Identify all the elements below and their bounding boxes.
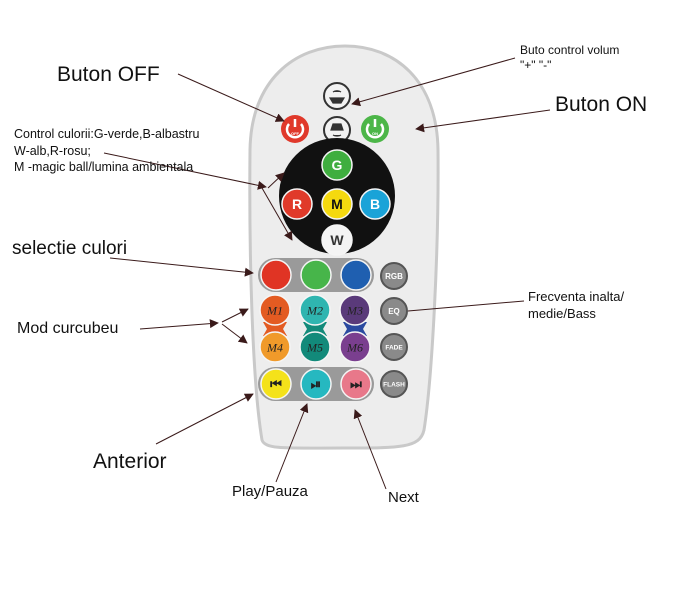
label-volume-2: "+" "-" — [520, 58, 552, 72]
arrow-rainbow-b — [221, 323, 248, 344]
mode-m1-button[interactable]: M1 — [259, 294, 291, 326]
mode-m2-button[interactable]: M2 — [299, 294, 331, 326]
mode-m4-button-label: M4 — [266, 340, 283, 354]
mode-m6-button-label: M6 — [346, 340, 363, 354]
arrow-eq — [407, 300, 525, 312]
mode-m3-button[interactable]: M3 — [339, 294, 371, 326]
mode-m5-button[interactable]: M5 — [299, 331, 331, 363]
rgb-button[interactable]: RGB — [380, 262, 408, 290]
label-color-control-1: Control culorii:G-verde,B-albastru — [14, 127, 200, 141]
arrow-play — [275, 403, 309, 483]
arrow-color-control-b — [261, 187, 293, 241]
color-select-green-button[interactable] — [300, 259, 332, 291]
eq-button[interactable]: EQ — [380, 297, 408, 325]
next-button-label: ⏭ — [350, 377, 362, 392]
arrow-next — [353, 409, 387, 490]
arrow-color-control — [103, 152, 267, 190]
color-key-g-label: G — [332, 157, 343, 173]
label-on: Buton ON — [555, 93, 648, 116]
label-next: Next — [388, 489, 419, 506]
label-color-control-3: M -magic ball/lumina ambientala — [14, 160, 194, 174]
label-rainbow-mode: Mod curcubeu — [17, 320, 119, 337]
play-pause-button-label: ⏯ — [311, 377, 321, 392]
color-select-blue-button[interactable] — [340, 259, 372, 291]
arrow-volume — [351, 57, 516, 107]
arrow-color-control-a — [267, 172, 285, 189]
previous-button-label: ⏮ — [270, 377, 282, 392]
flash-button[interactable]: FLASH — [380, 370, 408, 398]
label-off: Buton OFF — [57, 63, 160, 86]
rgb-button-label: RGB — [385, 272, 403, 281]
power-off-button[interactable]: OFF — [281, 115, 309, 143]
label-color-select: selectie culori — [12, 238, 128, 259]
arrow-previous — [155, 393, 254, 445]
label-volume-1: Buto control volum — [520, 43, 620, 57]
eq-button-label: EQ — [388, 307, 400, 316]
color-key-g[interactable]: G — [321, 149, 353, 181]
color-key-m[interactable]: M — [321, 188, 353, 220]
arrow-on — [415, 109, 551, 133]
mode-m2-button-label: M2 — [306, 303, 323, 317]
flash-button-label: FLASH — [383, 381, 405, 388]
mode-m5-button-label: M5 — [306, 340, 323, 354]
arrow-rainbow-a — [221, 308, 249, 323]
previous-button[interactable]: ⏮ — [260, 368, 292, 400]
on-key-label: ON — [372, 131, 378, 136]
mode-m6-button[interactable]: M6 — [339, 331, 371, 363]
color-key-w-label: W — [330, 232, 344, 248]
color-key-r-label: R — [292, 196, 302, 212]
color-key-b[interactable]: B — [359, 188, 391, 220]
label-eq-2: medie/Bass — [528, 306, 596, 321]
color-select-red-button[interactable] — [260, 259, 292, 291]
label-eq-1: Frecventa inalta/ — [528, 289, 625, 304]
play-pause-button[interactable]: ⏯ — [300, 368, 332, 400]
arrow-rainbow — [139, 319, 219, 330]
arrow-color-select — [109, 257, 254, 277]
mode-m1-button-label: M1 — [266, 303, 283, 317]
color-key-b-label: B — [370, 196, 380, 212]
mode-m3-button-label: M3 — [346, 303, 363, 317]
annotation-arrows — [103, 57, 551, 490]
volume-up-button[interactable] — [323, 82, 351, 110]
power-on-button[interactable]: ON — [361, 115, 389, 143]
color-key-w[interactable]: W — [321, 224, 353, 256]
label-previous: Anterior — [93, 450, 167, 473]
arrow-off — [177, 73, 285, 122]
label-play-pause: Play/Pauza — [232, 483, 308, 500]
mode-m4-button[interactable]: M4 — [259, 331, 291, 363]
label-color-control-2: W-alb,R-rosu; — [14, 144, 91, 158]
off-key-label: OFF — [291, 131, 300, 136]
fade-button[interactable]: FADE — [380, 333, 408, 361]
fade-button-label: FADE — [385, 344, 403, 351]
next-button[interactable]: ⏭ — [340, 368, 372, 400]
color-key-r[interactable]: R — [281, 188, 313, 220]
color-key-m-label: M — [331, 196, 343, 212]
